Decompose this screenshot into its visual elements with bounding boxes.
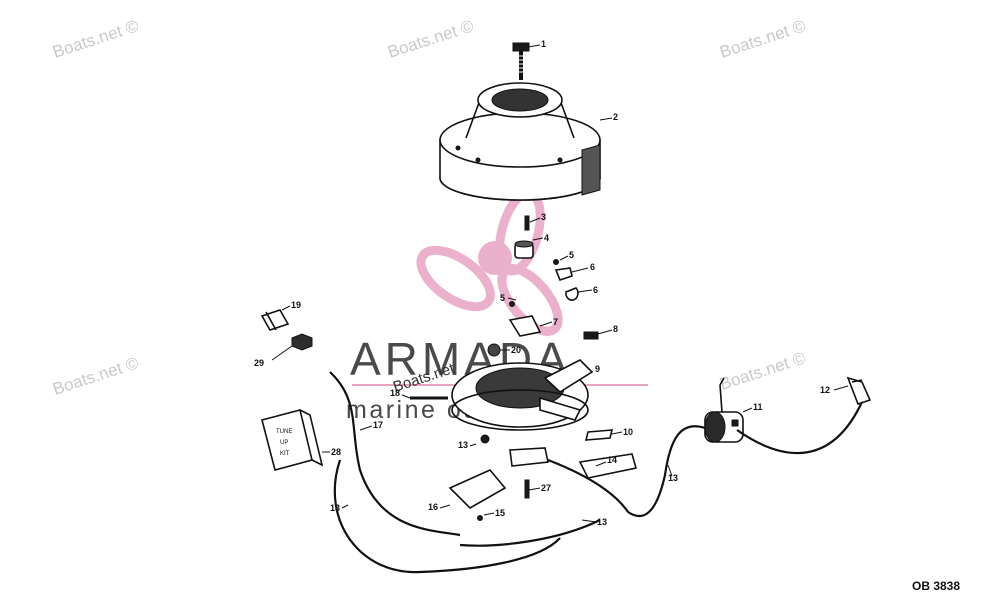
callout-numbers: 1 2 3 4 5 6 6 5 7 8 9 10 11 12 13 13 13 …: [254, 39, 830, 527]
part-bracket: [509, 447, 638, 479]
part-flywheel: [439, 82, 601, 201]
callout-13b: 13: [330, 503, 340, 513]
watermark-5: Boats.net ©: [717, 348, 808, 394]
watermark-4: Boats.net ©: [50, 353, 141, 399]
callout-7: 7: [553, 317, 558, 327]
small-parts: [487, 215, 599, 357]
callout-5b: 5: [500, 293, 505, 303]
part-spark-boot: [846, 376, 872, 406]
kit-label-2: UP: [280, 440, 288, 446]
part-ignition-coil: [704, 377, 744, 443]
callout-28: 28: [331, 447, 341, 457]
figure-code: OB 3838: [912, 579, 960, 593]
callout-1: 1: [541, 39, 546, 49]
callout-19: 19: [291, 300, 301, 310]
callout-20: 20: [511, 345, 521, 355]
part-stator-plate: [451, 359, 594, 431]
kit-label-3: KIT: [280, 451, 290, 457]
watermark-1: Boats.net ©: [50, 16, 141, 62]
part-cover-plate: [448, 434, 530, 521]
callout-14: 14: [607, 455, 617, 465]
callout-17: 17: [373, 420, 383, 430]
callout-6a: 6: [590, 262, 595, 272]
callout-27: 27: [541, 483, 551, 493]
leader-lines: [271, 44, 849, 523]
watermark-2: Boats.net ©: [385, 16, 476, 62]
callout-5a: 5: [569, 250, 574, 260]
callout-12: 12: [820, 385, 830, 395]
callout-9: 9: [595, 364, 600, 374]
callout-13c: 13: [597, 517, 607, 527]
kit-label-1: TUNE: [276, 429, 292, 435]
part-tune-up-kit: TUNE UP KIT: [261, 409, 324, 471]
callout-10: 10: [623, 427, 633, 437]
callout-29: 29: [254, 358, 264, 368]
callout-18: 18: [390, 388, 400, 398]
part-keys: [584, 429, 614, 441]
wire-harness: [329, 371, 863, 574]
callout-11: 11: [753, 402, 763, 412]
part-bolt: [512, 42, 530, 80]
propeller-icon: [416, 188, 563, 336]
callout-15: 15: [495, 508, 505, 518]
callout-2: 2: [613, 112, 618, 122]
watermark-3: Boats.net ©: [717, 16, 808, 62]
callout-16: 16: [428, 502, 438, 512]
callout-13a: 13: [458, 440, 468, 450]
callout-8: 8: [613, 324, 618, 334]
callout-4: 4: [544, 233, 549, 243]
callout-3: 3: [541, 212, 546, 222]
callout-13d: 13: [668, 473, 678, 483]
part-plug-and-nut: [260, 309, 313, 351]
callout-6b: 6: [593, 285, 598, 295]
